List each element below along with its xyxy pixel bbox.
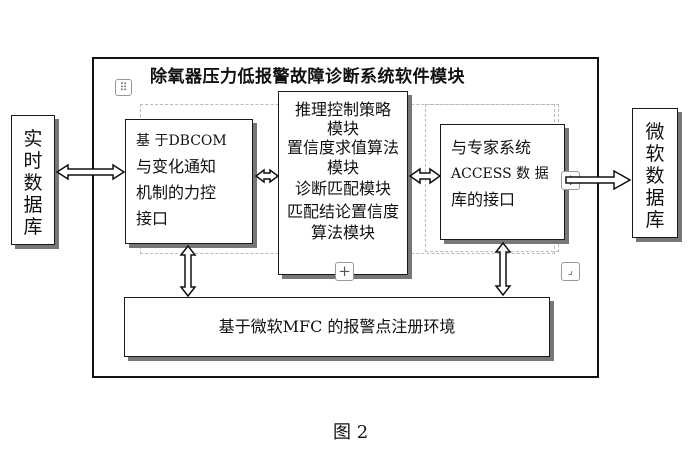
db-char: 微 <box>645 121 665 143</box>
dbcom-interface-module: 基 于DBCOM 与变化通知 机制的力控 接口 <box>125 119 253 244</box>
module-line: 机制的力控 <box>136 183 217 202</box>
db-char: 据 <box>645 187 665 209</box>
db-char: 数 <box>23 172 43 194</box>
db-char: 时 <box>23 150 43 172</box>
module-line: 模块 <box>326 119 359 138</box>
db-char: 库 <box>23 216 43 238</box>
access-interface-module: 与专家系统 ACCESS 数 据 库的接口 <box>440 124 565 240</box>
module-line: 推理控制策略 <box>294 100 391 119</box>
double-arrow-icon <box>254 168 280 184</box>
inference-module: 推理控制策略 模块 置信度求值算法 模块 诊断匹配模块 匹配结论置信度 算法模块 <box>278 91 408 275</box>
db-char: 软 <box>645 143 665 165</box>
system-frame <box>92 57 599 378</box>
module-line: 接口 <box>136 209 169 228</box>
double-arrow-icon <box>494 241 512 297</box>
resize-icon[interactable]: ⌟ <box>561 262 580 281</box>
double-arrow-icon <box>408 167 442 185</box>
module-line: 基 于DBCOM <box>136 133 227 149</box>
double-arrow-icon <box>55 163 126 181</box>
db-char: 数 <box>645 165 665 187</box>
diagram-title: 除氧器压力低报警故障诊断系统软件模块 <box>150 67 465 87</box>
module-line: 与变化通知 <box>136 157 217 176</box>
db-char: 实 <box>23 128 43 150</box>
module-line: 诊断匹配模块 <box>294 179 391 198</box>
module-line: 库的接口 <box>451 190 516 209</box>
db-char: 据 <box>23 194 43 216</box>
microsoft-database: 微 软 数 据 库 <box>632 108 678 238</box>
module-line: 基于微软MFC 的报警点注册环境 <box>218 317 456 336</box>
module-line: ACCESS 数 据 <box>451 166 549 182</box>
module-line: 与专家系统 <box>451 138 532 157</box>
db-char: 库 <box>645 209 665 231</box>
add-node-icon[interactable]: + <box>335 262 354 281</box>
figure-caption: 图 2 <box>333 422 369 443</box>
drag-handle-icon[interactable]: ⠿ <box>115 79 132 96</box>
module-line: 置信度求值算法 <box>286 138 399 157</box>
mfc-registration-module: 基于微软MFC 的报警点注册环境 <box>124 297 550 357</box>
module-line: 算法模块 <box>310 223 375 242</box>
arrow-right-icon <box>565 169 632 191</box>
module-line: 模块 <box>326 158 359 177</box>
module-line: 匹配结论置信度 <box>286 202 399 221</box>
realtime-database: 实 时 数 据 库 <box>11 115 55 245</box>
double-arrow-icon <box>179 244 197 298</box>
